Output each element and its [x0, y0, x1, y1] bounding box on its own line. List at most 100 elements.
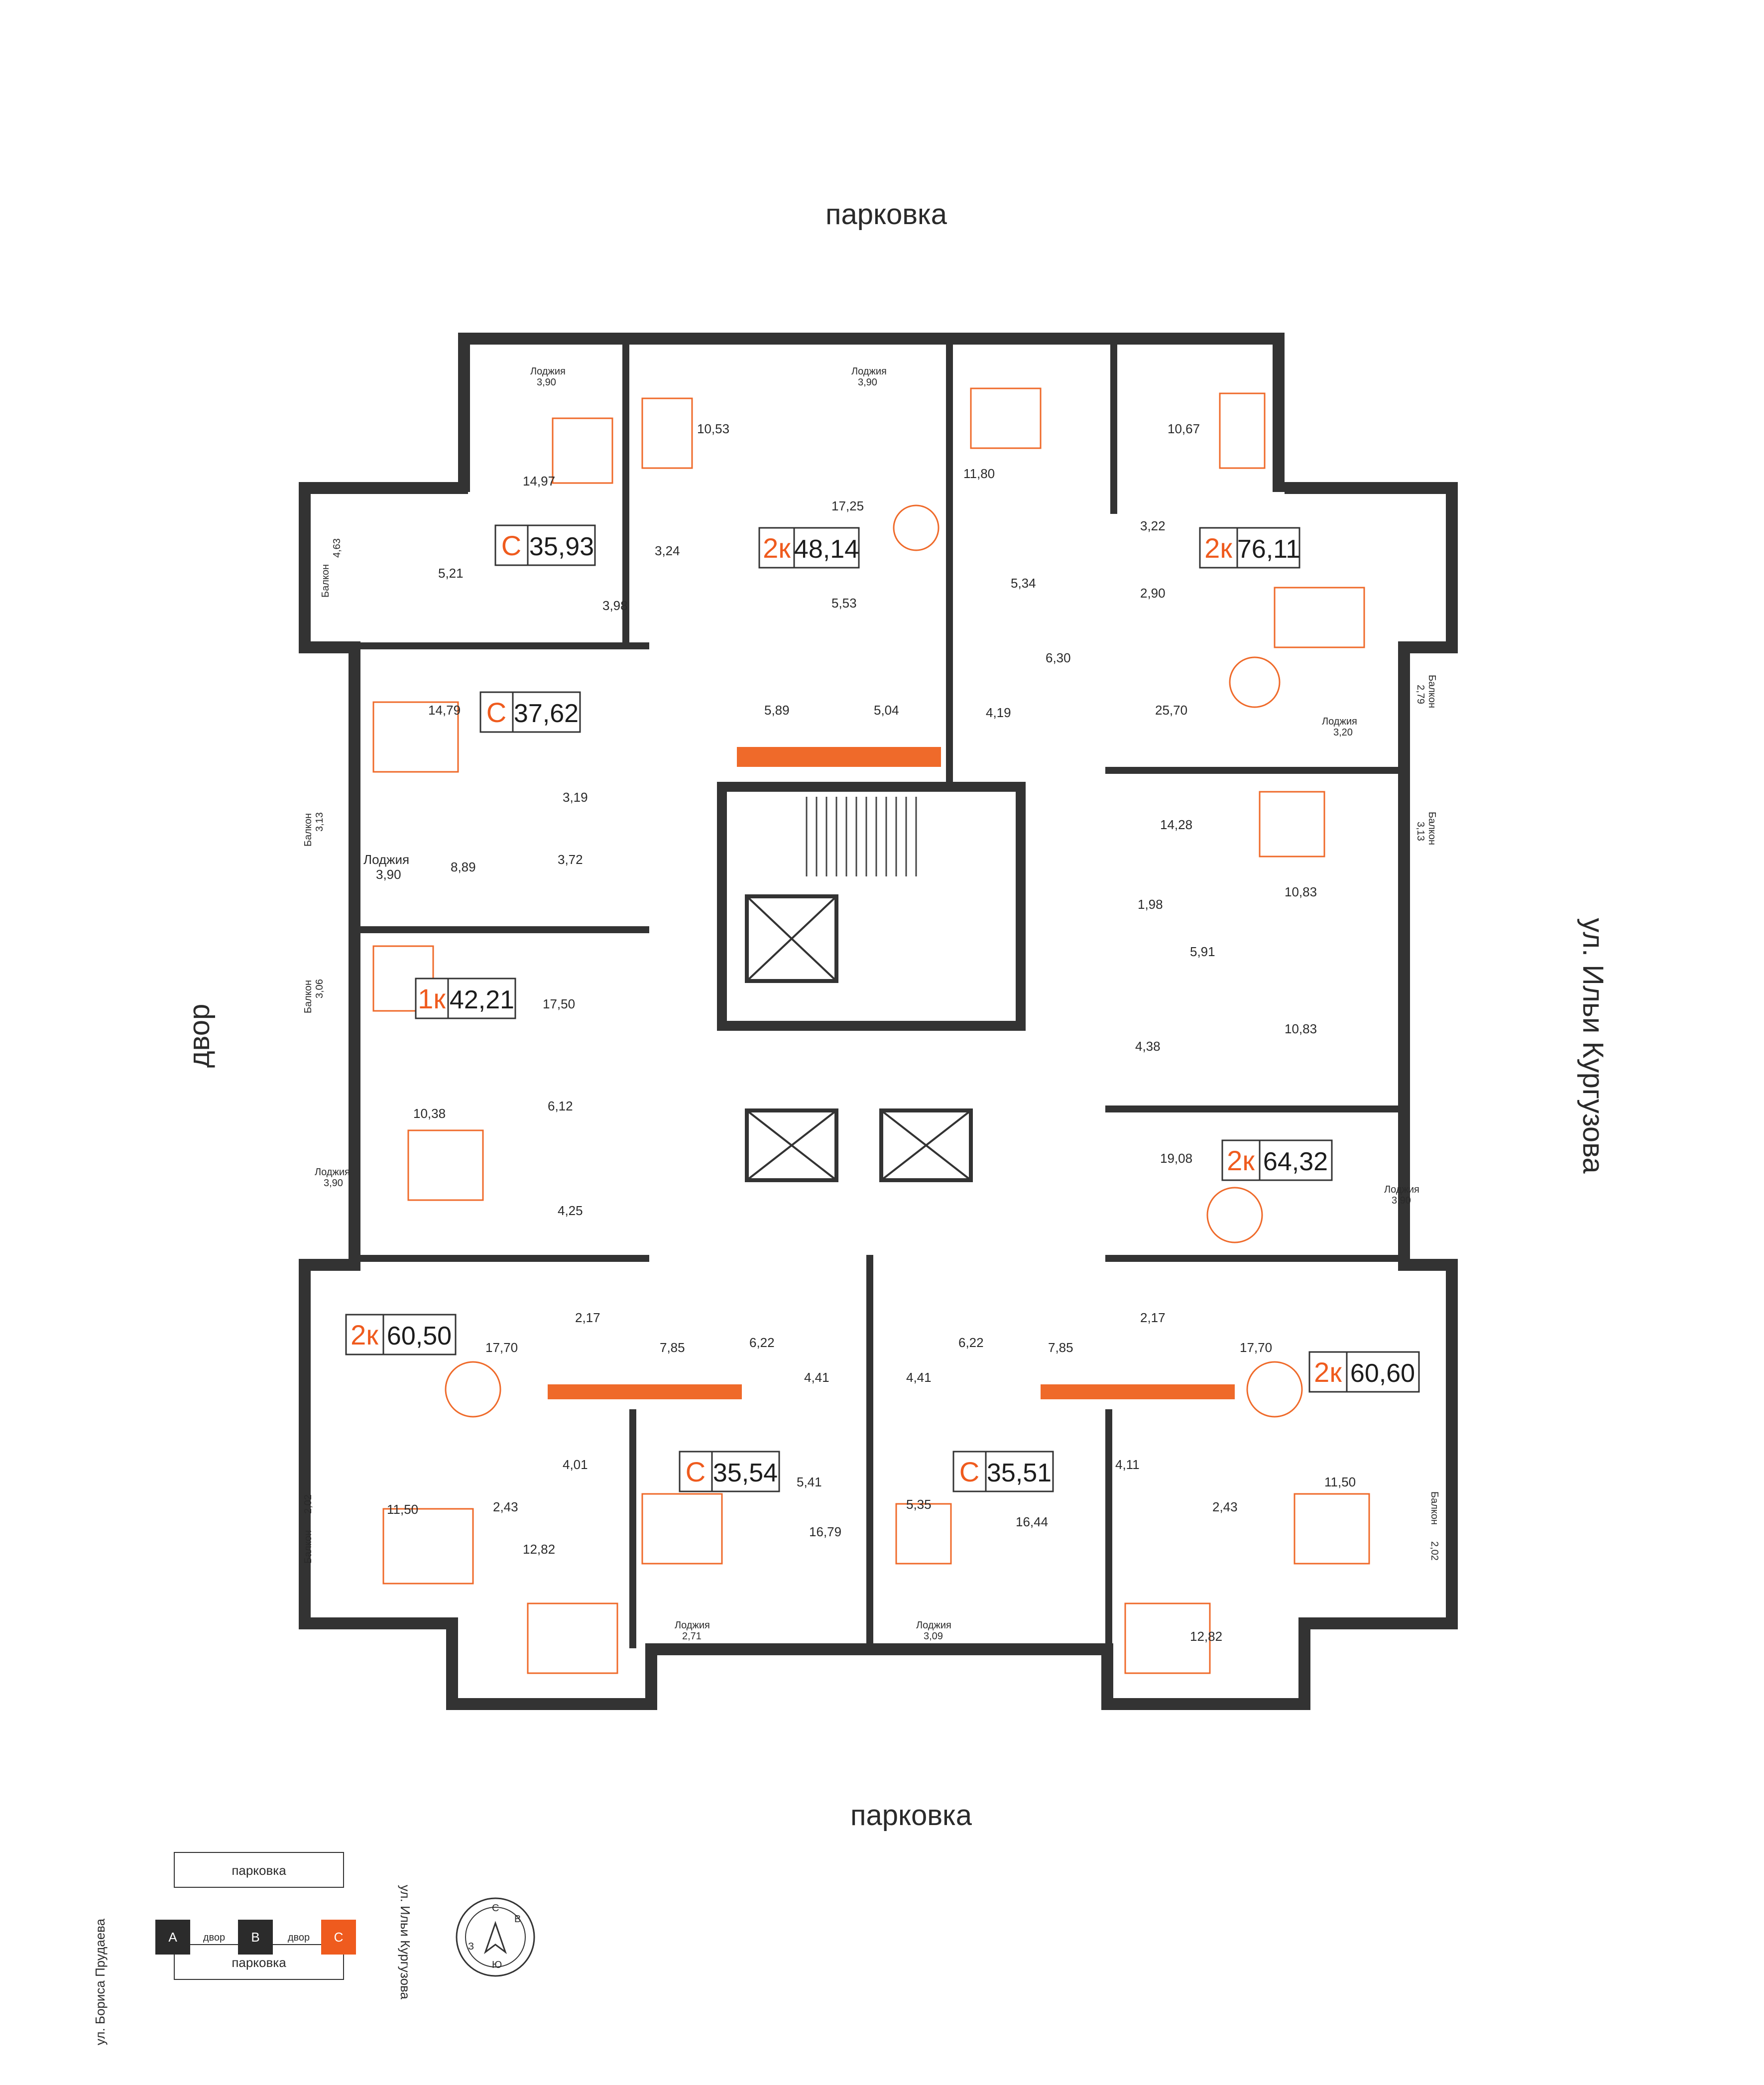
apartment-type: С [501, 530, 521, 561]
outdoor-value: 3,90 [324, 1178, 343, 1189]
apartment-area: 35,93 [529, 532, 594, 561]
room-area: 3,72 [558, 852, 583, 867]
outdoor-value: 3,90 [376, 867, 401, 882]
room-area: 5,34 [1011, 576, 1036, 591]
legend-top-label: парковка [232, 1863, 286, 1878]
apartment-type: 2к [1227, 1145, 1255, 1176]
compass-w: З [468, 1941, 474, 1952]
section-a [155, 1920, 190, 1955]
outdoor-label: Балкон [303, 813, 314, 847]
outdoor-label: Балкон [1426, 675, 1437, 708]
outdoor-value: 3,90 [537, 377, 556, 388]
room-area: 10,38 [413, 1106, 446, 1121]
room-area: 7,85 [660, 1340, 685, 1355]
room-area: 17,70 [1240, 1340, 1272, 1355]
apartment-type: 2к [1204, 532, 1232, 564]
room-area: 4,41 [906, 1370, 932, 1385]
outdoor-label: Балкон [303, 1530, 314, 1564]
room-area: 5,35 [906, 1497, 932, 1512]
room-area: 6,30 [1046, 650, 1071, 665]
room-area: 5,53 [831, 596, 857, 611]
outdoor-label: Лоджия [530, 366, 566, 377]
outdoor-label: Балкон [1426, 812, 1437, 845]
room-area: 4,38 [1135, 1039, 1161, 1054]
outdoor-label: Лоджия [315, 1167, 350, 1178]
legend-right-street: ул. Ильи Кургузова [398, 1885, 413, 2000]
room-area: 2,17 [1140, 1310, 1166, 1325]
room-area: 16,79 [809, 1524, 841, 1539]
outdoor-spaces: Лоджия 3,90 Лоджия 3,90 Балкон 4,63 Балк… [303, 366, 1440, 1642]
outdoor-value: 3,13 [1415, 822, 1426, 841]
room-area: 2,43 [493, 1499, 518, 1514]
room-area: 17,25 [831, 498, 864, 513]
room-area: 4,25 [558, 1203, 583, 1218]
room-area: 3,24 [655, 543, 680, 558]
room-area: 19,08 [1160, 1151, 1192, 1166]
room-area: 5,91 [1190, 944, 1215, 959]
apartment-type: С [959, 1456, 979, 1487]
apartment-area: 42,21 [450, 985, 514, 1014]
apartment-type: 2к [1314, 1356, 1342, 1388]
legend-yard-1: двор [203, 1932, 225, 1943]
outdoor-label: Лоджия [916, 1620, 951, 1631]
room-area: 10,67 [1168, 421, 1200, 436]
apartment-badge: 2к 64,32 [1221, 1139, 1333, 1181]
outdoor-label: Балкон [303, 980, 314, 1013]
outdoor-label: Лоджия [1322, 716, 1357, 727]
outdoor-label: Балкон [320, 564, 331, 598]
compass-n: С [492, 1903, 499, 1914]
room-area: 12,82 [1190, 1629, 1222, 1644]
outdoor-value: 3,90 [858, 377, 877, 388]
room-area: 8,89 [451, 859, 476, 874]
room-area: 5,41 [797, 1474, 822, 1489]
room-area: 2,43 [1212, 1499, 1238, 1514]
apartment-type: 2к [351, 1319, 378, 1350]
room-area: 10,83 [1285, 1021, 1317, 1036]
room-area: 4,19 [986, 705, 1011, 720]
legend-bottom-label: парковка [232, 1955, 286, 1970]
room-area: 11,80 [963, 466, 995, 481]
outdoor-value: 4,63 [332, 538, 343, 558]
section-b [238, 1920, 273, 1955]
furniture [372, 387, 1370, 1674]
room-area: 3,22 [1140, 518, 1166, 533]
outdoor-label: Балкон [1429, 1491, 1440, 1525]
compass-s: Ю [492, 1960, 502, 1970]
apartment-area: 76,11 [1237, 535, 1300, 564]
outdoor-label: Лоджия [1384, 1184, 1419, 1195]
room-area: 14,28 [1160, 817, 1192, 832]
room-area: 2,17 [575, 1310, 600, 1325]
room-area: 7,85 [1048, 1340, 1073, 1355]
apartment-area: 64,32 [1263, 1147, 1328, 1176]
room-area: 5,04 [874, 703, 899, 718]
apartment-area: 35,51 [987, 1459, 1052, 1487]
apartment-type: 1к [418, 983, 446, 1014]
section-b-label: В [251, 1930, 259, 1945]
compass-icon: С В Ю З [456, 1897, 535, 1977]
apartment-area: 35,54 [713, 1459, 778, 1487]
apartment-badge: 2к 60,60 [1308, 1351, 1420, 1393]
room-area: 16,44 [1016, 1514, 1048, 1529]
apartment-badge: С 35,93 [494, 524, 596, 566]
legend-left-street: ул. Бориса Прудаева [93, 1918, 108, 2045]
apartment-area: 37,62 [514, 699, 579, 728]
room-area: 11,50 [387, 1502, 418, 1517]
outdoor-value: 2,02 [1429, 1541, 1440, 1561]
room-area: 6,22 [749, 1335, 775, 1350]
apartment-type: С [686, 1456, 706, 1487]
apartment-badge: 2к 60,50 [345, 1314, 457, 1355]
room-area: 17,50 [543, 996, 575, 1011]
room-area: 12,82 [523, 1542, 555, 1557]
outdoor-value: 3,06 [314, 979, 325, 998]
outdoor-value: 3,90 [1392, 1195, 1411, 1206]
staircase [806, 797, 917, 876]
room-area: 1,98 [1138, 897, 1163, 912]
room-area: 5,89 [764, 703, 790, 718]
room-areas: 14,97 10,53 17,25 11,80 10,67 3,22 5,21 … [387, 421, 1356, 1644]
outdoor-value: 2,71 [682, 1631, 702, 1642]
outdoor-label: Лоджия [363, 852, 409, 867]
left-label: двор [183, 1004, 216, 1068]
room-area: 4,41 [804, 1370, 829, 1385]
room-area: 3,98 [602, 598, 628, 613]
